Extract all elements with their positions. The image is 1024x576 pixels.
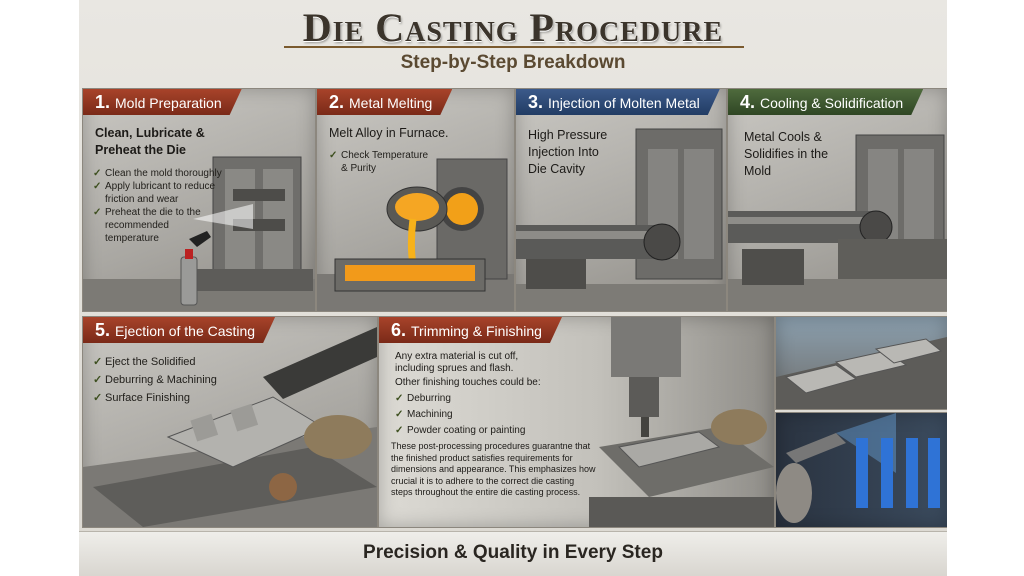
step-5-illustration bbox=[83, 327, 377, 527]
step-6-number: 6. bbox=[391, 320, 407, 340]
footer-bar: Precision & Quality in Every Step bbox=[79, 531, 947, 576]
step-5-title: Ejection of the Casting bbox=[115, 323, 256, 339]
step-6-checklist: ✓Deburring ✓Machining ✓Powder coating or… bbox=[395, 392, 545, 440]
step-1-intro: Clean, Lubricate & Preheat the Die bbox=[95, 126, 205, 157]
step-4-panel: 4.Cooling & Solidification Metal Cools &… bbox=[727, 88, 947, 312]
check-icon: ✓ bbox=[93, 168, 102, 179]
step-3-title: Injection of Molten Metal bbox=[548, 95, 700, 111]
step-5-checklist: ✓Eject the Solidified ✓Deburring & Machi… bbox=[93, 353, 253, 407]
step-6-title: Trimming & Finishing bbox=[411, 323, 542, 339]
checklist-item: ✓Powder coating or painting bbox=[395, 425, 526, 436]
check-icon: ✓ bbox=[93, 392, 103, 404]
trimmed-parts-photo bbox=[775, 316, 947, 410]
step-4-intro: Metal Cools & Solidifies in the Mold bbox=[744, 130, 829, 178]
step-2-panel: 2.Metal Melting Melt Alloy in Furnace. ✓… bbox=[316, 88, 515, 312]
step-1-checklist: ✓Clean the mold thoroughly ✓Apply lubric… bbox=[93, 167, 223, 245]
step-3-number: 3. bbox=[528, 92, 544, 112]
check-icon: ✓ bbox=[329, 150, 338, 161]
powder-coating-illustration bbox=[776, 413, 940, 523]
checklist-item: ✓Surface Finishing bbox=[93, 389, 253, 407]
step-6-banner: 6.Trimming & Finishing bbox=[379, 317, 562, 343]
powder-coating-photo bbox=[775, 412, 947, 528]
step-1-illustration bbox=[83, 156, 315, 311]
checklist-item: ✓Apply lubricant to reduce friction and … bbox=[93, 181, 216, 205]
step-2-illustration bbox=[317, 158, 514, 311]
step-4-banner: 4.Cooling & Solidification bbox=[728, 89, 923, 115]
checklist-item: ✓Deburring bbox=[395, 393, 451, 404]
step-5-panel: 5.Ejection of the Casting ✓Eject the Sol… bbox=[82, 316, 378, 528]
step-3-intro: High Pressure Injection Into Die Cavity bbox=[528, 128, 608, 176]
step-1-number: 1. bbox=[95, 92, 111, 112]
checklist-item: ✓Check Temperature & Purity bbox=[329, 150, 429, 174]
step-3-banner: 3.Injection of Molten Metal bbox=[516, 89, 720, 115]
title-underline bbox=[284, 46, 744, 48]
step-6-intro: Any extra material is cut off, including… bbox=[395, 351, 519, 374]
step-6-illustration bbox=[589, 317, 774, 527]
step-3-panel: 3.Injection of Molten Metal High Pressur… bbox=[515, 88, 727, 312]
checklist-item: ✓Preheat the die to the recommended temp… bbox=[93, 207, 201, 244]
step-1-title: Mold Preparation bbox=[115, 95, 222, 111]
check-icon: ✓ bbox=[93, 374, 103, 386]
poster-title: Die Casting Procedure bbox=[302, 5, 724, 50]
step-2-number: 2. bbox=[329, 92, 345, 112]
check-icon: ✓ bbox=[395, 425, 404, 436]
step-2-intro: Melt Alloy in Furnace. bbox=[329, 126, 449, 140]
step-2-banner: 2.Metal Melting bbox=[317, 89, 452, 115]
checklist-item: ✓Deburring & Machining bbox=[93, 371, 253, 389]
trimmed-parts-illustration bbox=[776, 337, 947, 409]
step-4-title: Cooling & Solidification bbox=[760, 95, 904, 111]
step-5-number: 5. bbox=[95, 320, 111, 340]
step-3-illustration bbox=[516, 128, 726, 311]
check-icon: ✓ bbox=[395, 393, 404, 404]
poster-subtitle: Step-by-Step Breakdown bbox=[400, 52, 626, 73]
step-4-illustration bbox=[728, 134, 947, 311]
step-2-title: Metal Melting bbox=[349, 95, 433, 111]
step-1-banner: 1.Mold Preparation bbox=[83, 89, 242, 115]
step-1-panel: 1.Mold Preparation Clean, Lubricate & Pr… bbox=[82, 88, 316, 312]
infographic-poster: Die Casting Procedure Step-by-Step Break… bbox=[79, 0, 947, 576]
step-6-body: These post-processing procedures guarant… bbox=[391, 441, 596, 497]
step-6-panel: 6.Trimming & Finishing Any extra materia… bbox=[378, 316, 775, 528]
step-5-banner: 5.Ejection of the Casting bbox=[83, 317, 275, 343]
checklist-item: ✓Eject the Solidified bbox=[93, 353, 253, 371]
checklist-item: ✓Clean the mold thoroughly bbox=[93, 168, 222, 179]
step-2-checklist: ✓Check Temperature & Purity bbox=[329, 149, 429, 175]
check-icon: ✓ bbox=[395, 409, 404, 420]
check-icon: ✓ bbox=[93, 207, 102, 218]
check-icon: ✓ bbox=[93, 356, 103, 368]
step-6-intro-2: Other finishing touches could be: bbox=[395, 377, 541, 388]
footer-tagline: Precision & Quality in Every Step bbox=[363, 542, 663, 563]
checklist-item: ✓Machining bbox=[395, 409, 453, 420]
step-4-number: 4. bbox=[740, 92, 756, 112]
check-icon: ✓ bbox=[93, 181, 102, 192]
